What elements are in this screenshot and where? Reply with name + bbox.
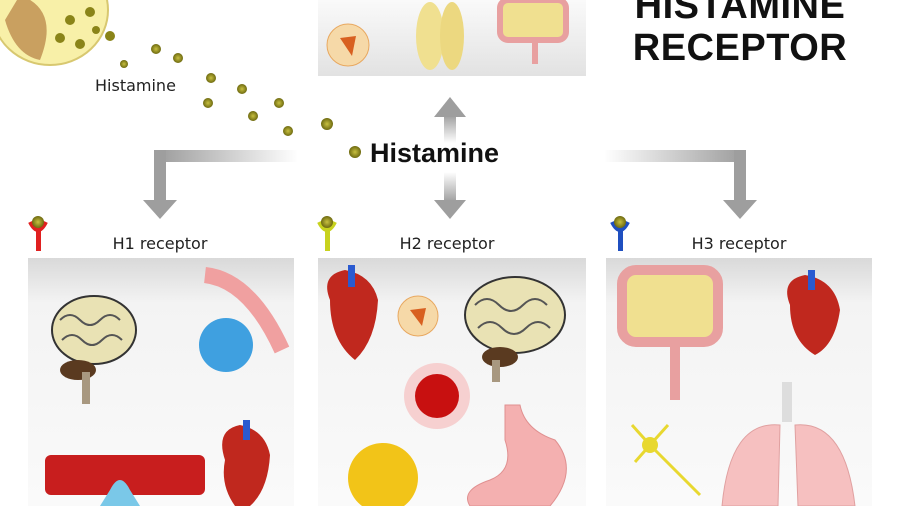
intestine-icon — [497, 0, 569, 64]
neuron-icon — [630, 423, 702, 497]
heart-icon — [787, 270, 840, 355]
blood-vessel-icon — [45, 455, 205, 506]
lungs-icon — [721, 382, 856, 506]
basophil-icon — [326, 23, 370, 67]
histamine-molecules — [120, 44, 361, 158]
h3-receptor-icon — [610, 216, 630, 251]
page-title-line1: HISTAMINE — [634, 0, 846, 27]
red-blood-cell-icon — [404, 363, 470, 429]
stomach-icon — [467, 404, 567, 506]
stomach-lining-icon — [416, 2, 464, 70]
arrow-right-branch-icon — [604, 150, 757, 219]
page-title-line2: RECEPTOR — [632, 27, 848, 69]
brain-icon — [51, 295, 137, 404]
h3-receptor-label: H3 receptor — [691, 234, 787, 253]
bronchi-icon — [199, 267, 290, 372]
arrow-down-icon — [434, 172, 466, 219]
heart-icon — [222, 420, 270, 506]
intestine-icon — [617, 265, 723, 400]
center-histamine-label: Histamine — [370, 138, 500, 168]
heart-icon — [327, 265, 378, 360]
arrow-left-branch-icon — [143, 150, 298, 219]
mast-cell — [0, 0, 115, 66]
mast-cell-label: Histamine — [95, 76, 176, 95]
brain-icon — [464, 276, 566, 382]
h1-receptor-label: H1 receptor — [112, 234, 208, 253]
h2-receptor-icon — [317, 216, 337, 251]
h2-receptor-label: H2 receptor — [399, 234, 495, 253]
basophil-icon — [397, 295, 439, 337]
fat-cells-icon — [348, 443, 418, 506]
h1-receptor-icon — [28, 216, 48, 251]
arrow-up-icon — [434, 97, 466, 143]
